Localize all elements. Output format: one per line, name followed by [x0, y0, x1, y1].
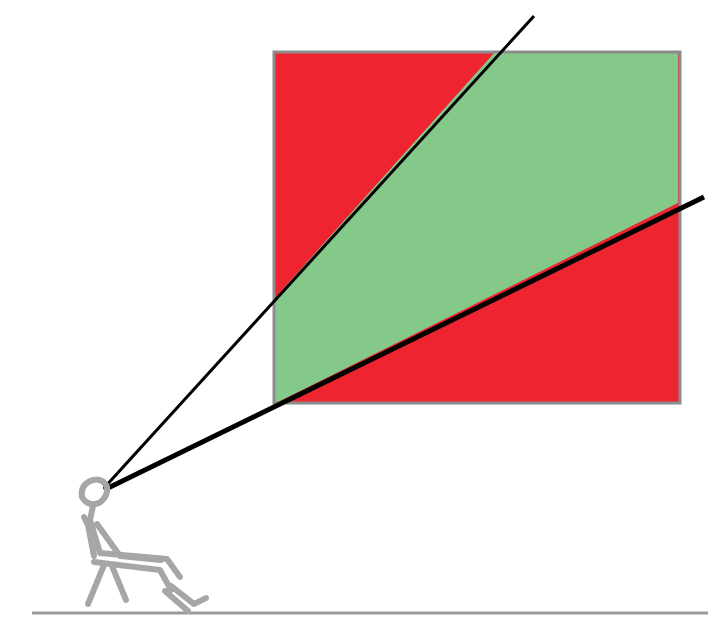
viewer-thigh — [94, 553, 180, 590]
reclining-viewer — [82, 480, 206, 611]
viewer-lower-leg — [165, 586, 206, 611]
chair-legs — [88, 565, 126, 604]
viewer-torso — [84, 506, 100, 556]
viewer-head — [82, 480, 107, 505]
